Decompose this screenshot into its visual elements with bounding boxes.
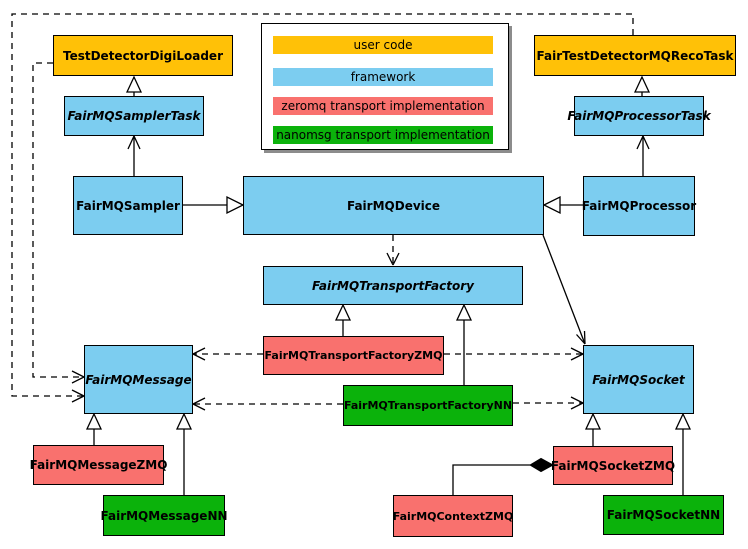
edge-processortask-recotask-generalization (633, 75, 651, 96)
edge-messagenn-message-generalization (175, 412, 193, 495)
edge-socketzmq-socket-generalization (584, 412, 602, 446)
edge-device-transportfactory-dependency (386, 235, 400, 266)
node-fairtestdetectormqrecotask: FairTestDetectorMQRecoTask (534, 35, 736, 76)
node-testdetectordigiloader: TestDetectorDigiLoader (53, 35, 233, 76)
node-fairmqsocketzmq: FairMQSocketZMQ (551, 446, 675, 485)
edge-processor-processortask (636, 135, 650, 176)
node-fairmqprocessortask: FairMQProcessorTask (567, 96, 711, 136)
legend-label: nanomsg transport implementation (276, 128, 490, 142)
edge-factoryzmq-socket-dependency (444, 347, 584, 361)
node-fairmqmessagenn: FairMQMessageNN (100, 495, 228, 536)
edge-factorynn-socket-dependency (513, 396, 584, 410)
edge-sampler-samplertask (127, 135, 141, 176)
legend-item-nanomsg: nanomsg transport implementation (273, 126, 493, 144)
node-fairmqtransportfactoryzmq: FairMQTransportFactoryZMQ (263, 336, 444, 375)
node-fairmqmessagezmq: FairMQMessageZMQ (30, 445, 167, 485)
node-fairmqsocket: FairMQSocket (583, 345, 694, 414)
legend-label: zeromq transport implementation (281, 99, 485, 113)
node-fairmqsocketnn: FairMQSocketNN (603, 495, 724, 535)
edge-recotask-message-dependency (11, 13, 634, 403)
legend: user code framework zeromq transport imp… (261, 23, 509, 150)
legend-label: framework (350, 70, 416, 84)
edge-sampler-device-generalization (183, 195, 245, 215)
node-fairmqmessage: FairMQMessage (84, 345, 193, 414)
edge-messagezmq-message-generalization (85, 412, 103, 445)
node-fairmqsampler: FairMQSampler (73, 176, 183, 235)
edge-samplertask-digiloader-generalization (125, 75, 143, 96)
edge-factorynn-message-dependency (192, 397, 343, 411)
legend-item-zeromq: zeromq transport implementation (273, 97, 493, 115)
edge-processor-device-generalization (542, 195, 583, 215)
edge-factorynn-factory-generalization (455, 303, 473, 385)
edge-contextzmq-socketzmq-composition (452, 457, 555, 495)
node-fairmqsamplertask: FairMQSamplerTask (64, 96, 204, 136)
node-fairmqtransportfactorynn: FairMQTransportFactoryNN (343, 385, 513, 426)
node-fairmqprocessor: FairMQProcessor (582, 176, 696, 236)
legend-item-framework: framework (273, 68, 493, 86)
legend-label: user code (353, 38, 413, 52)
edge-device-socket (542, 234, 586, 345)
node-fairmqdevice: FairMQDevice (243, 176, 544, 235)
edge-factoryzmq-message-dependency (192, 347, 263, 361)
edge-digiloader-message-dependency (32, 62, 85, 384)
edge-socketnn-socket-generalization (674, 412, 692, 495)
edge-factoryzmq-factory-generalization (334, 303, 352, 336)
legend-item-user-code: user code (273, 36, 493, 54)
node-fairmqcontextzmq: FairMQContextZMQ (393, 495, 513, 537)
node-fairmqtransportfactory: FairMQTransportFactory (263, 266, 523, 305)
